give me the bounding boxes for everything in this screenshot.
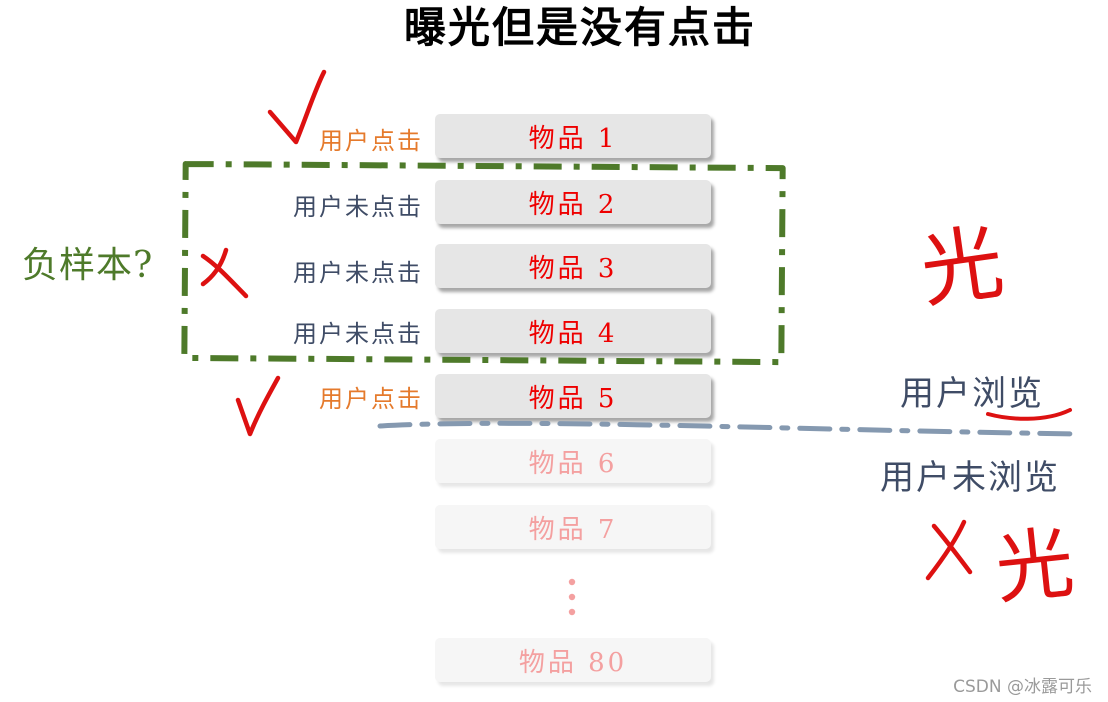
watermark: CSDN @冰露可乐 bbox=[953, 677, 1092, 697]
cross-mark-icon bbox=[925, 519, 973, 581]
user-label-item-4: 用户未点击 bbox=[293, 320, 423, 348]
user-label-item-2: 用户未点击 bbox=[293, 193, 423, 221]
ellipsis-dots bbox=[568, 578, 576, 616]
browse-underline bbox=[986, 408, 1072, 421]
handwritten-exposed-char: 光 bbox=[914, 214, 1010, 321]
item-box-7: 物品 7 bbox=[435, 505, 711, 549]
user-label-item-3: 用户未点击 bbox=[293, 259, 423, 287]
item-box-6: 物品 6 bbox=[435, 439, 711, 483]
item-box-80: 物品 80 bbox=[435, 638, 711, 682]
cross-mark-icon bbox=[200, 247, 249, 299]
not-browsed-label: 用户未浏览 bbox=[880, 458, 1060, 498]
user-label-item-5: 用户点击 bbox=[319, 385, 423, 413]
check-mark-icon bbox=[267, 69, 327, 145]
item-box-2: 物品 2 bbox=[435, 180, 711, 224]
item-box-4: 物品 4 bbox=[435, 309, 711, 353]
item-box-1: 物品 1 bbox=[435, 114, 711, 158]
handwritten-not-exposed-char: 光 bbox=[991, 518, 1079, 616]
user-label-item-1: 用户点击 bbox=[319, 127, 423, 155]
item-box-3: 物品 3 bbox=[435, 244, 711, 288]
negative-sample-box bbox=[181, 160, 786, 366]
item-box-5: 物品 5 bbox=[435, 374, 711, 418]
page-title: 曝光但是没有点击 bbox=[403, 3, 756, 52]
browsed-label: 用户浏览 bbox=[900, 374, 1044, 414]
negative-sample-label: 负样本? bbox=[22, 245, 154, 286]
check-mark-icon bbox=[235, 375, 281, 437]
browse-boundary-line bbox=[377, 420, 1083, 437]
